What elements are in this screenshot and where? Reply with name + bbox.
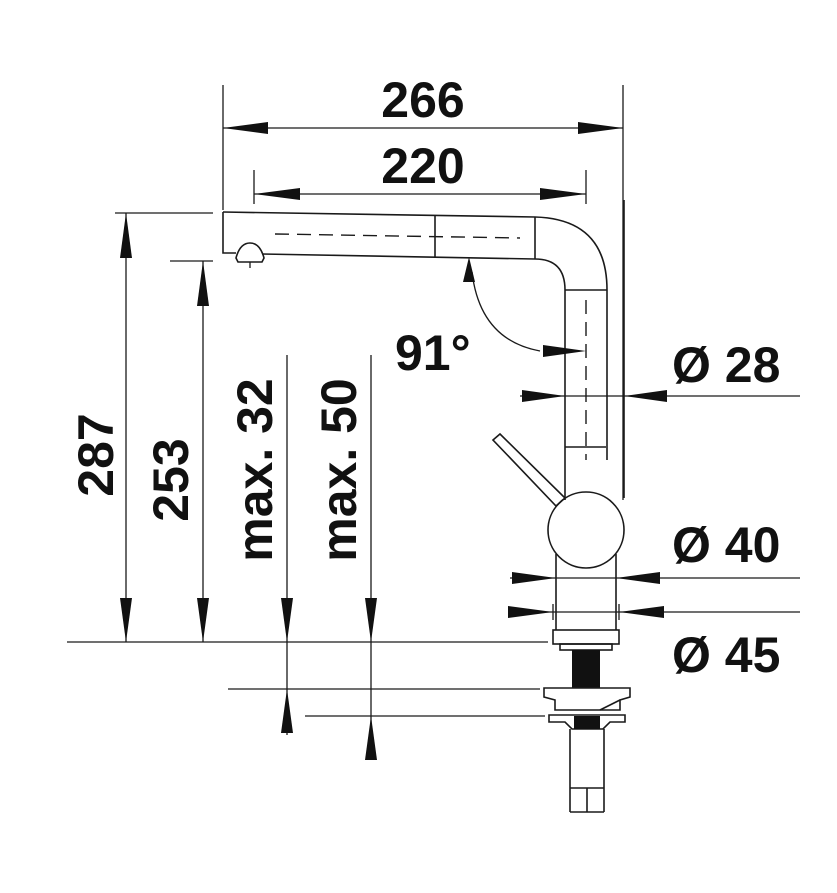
dimension-max-32: max. 32 (227, 355, 293, 735)
label-253: 253 (143, 438, 199, 521)
dimension-spout-reach: 220 (253, 138, 587, 204)
label-diameter-45: Ø 45 (672, 627, 780, 683)
label-diameter-40: Ø 40 (672, 517, 780, 573)
dimension-body-diameter: Ø 40 (510, 517, 800, 584)
dimension-spout-diameter: Ø 28 (520, 337, 800, 402)
dimension-overall-height: 287 (68, 212, 213, 642)
label-max-32: max. 32 (227, 378, 283, 561)
dimension-max-50: max. 50 (311, 355, 377, 760)
dimension-overall-reach: 266 (222, 72, 624, 500)
label-266: 266 (381, 72, 464, 128)
label-max-50: max. 50 (311, 378, 367, 561)
label-diameter-28: Ø 28 (672, 337, 780, 393)
countertop-lines (67, 641, 548, 717)
label-220: 220 (381, 138, 464, 194)
label-287: 287 (68, 413, 124, 496)
dimension-outlet-height: 253 (143, 260, 213, 642)
faucet-outline (222, 200, 631, 813)
dimension-swivel-angle: 91° (395, 257, 586, 381)
dimension-base-diameter: Ø 45 (508, 604, 800, 683)
label-91-degrees: 91° (395, 325, 471, 381)
